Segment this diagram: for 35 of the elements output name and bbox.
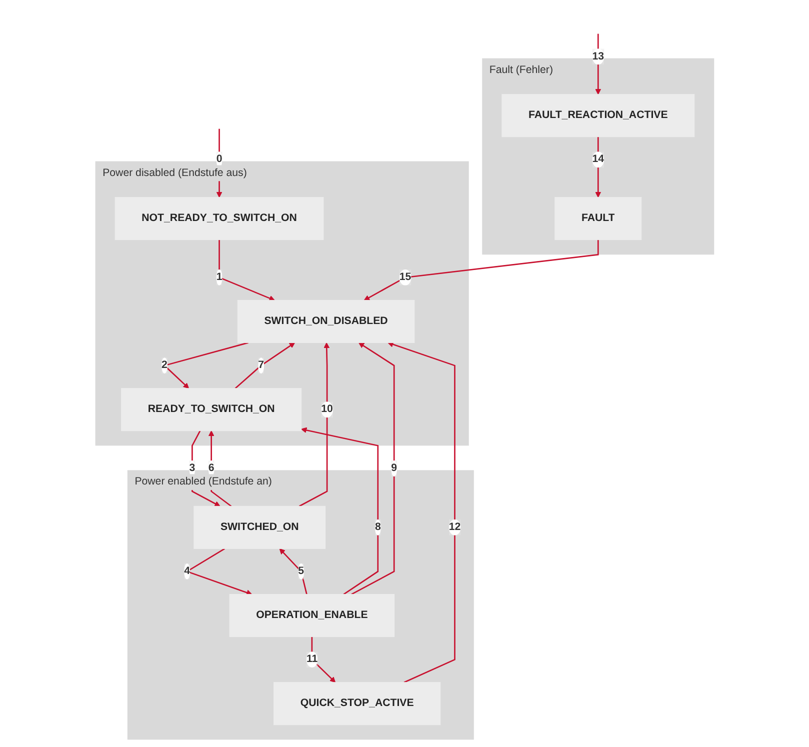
edge-label: 15 bbox=[399, 272, 411, 283]
node-box: FAULT bbox=[554, 197, 642, 240]
node-box: SWITCH_ON_DISABLED bbox=[237, 300, 414, 344]
edge-label: 4 bbox=[184, 566, 190, 577]
edge-label: 2 bbox=[161, 360, 168, 371]
node-box: NOT_READY_TO_SWITCH_ON bbox=[114, 197, 324, 240]
arrow bbox=[298, 342, 330, 507]
edge-label: 6 bbox=[208, 462, 214, 474]
node-box: SWITCHED_ON bbox=[193, 506, 326, 549]
node-box: FAULT_REACTION_ACTIVE bbox=[501, 94, 694, 138]
node-box: QUICK_STOP_ACTIVE bbox=[273, 682, 440, 726]
arrow bbox=[311, 636, 336, 683]
edge-label: 8 bbox=[374, 522, 381, 533]
edge-label: 7 bbox=[258, 360, 264, 371]
edge-label: 14 bbox=[592, 154, 604, 165]
edge-label: 3 bbox=[189, 462, 195, 474]
arrow bbox=[364, 240, 599, 301]
arrow bbox=[350, 342, 395, 595]
arrow bbox=[279, 548, 308, 594]
edge-label: 9 bbox=[390, 462, 397, 474]
edge-label: 13 bbox=[592, 50, 604, 62]
arrow bbox=[218, 240, 275, 302]
node-box: READY_TO_SWITCH_ON bbox=[120, 388, 302, 432]
arrow bbox=[595, 136, 601, 198]
arrow bbox=[595, 34, 601, 95]
edge-label: 5 bbox=[298, 566, 304, 577]
edge-label: 1 bbox=[216, 272, 222, 283]
arrow bbox=[387, 342, 456, 684]
edge-label: 10 bbox=[320, 404, 333, 415]
edge-label: 11 bbox=[306, 654, 318, 665]
node-box: OPERATION_ENABLE bbox=[229, 594, 394, 638]
arrow bbox=[300, 427, 378, 595]
edge-label: 12 bbox=[448, 522, 460, 533]
edge-label: 0 bbox=[216, 154, 222, 165]
arrow bbox=[234, 342, 295, 389]
